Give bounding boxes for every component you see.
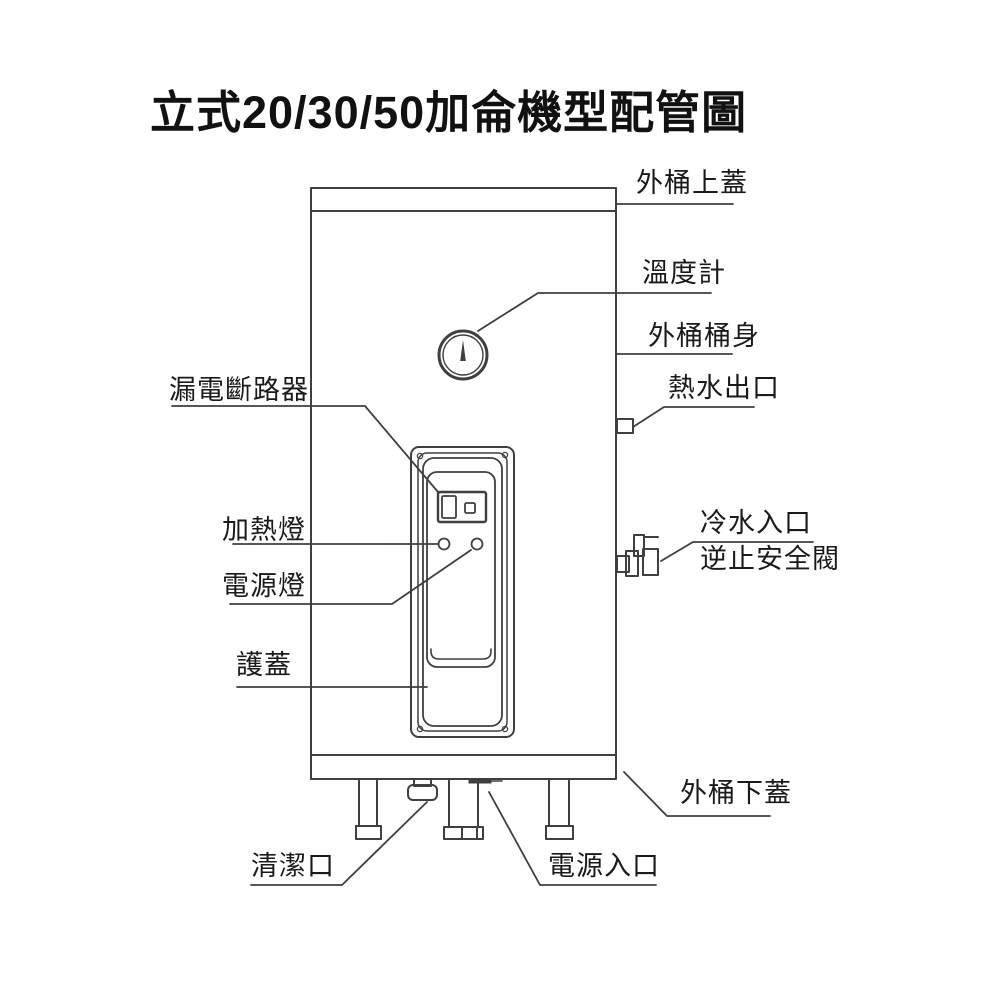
label-thermometer: 溫度計	[642, 258, 726, 288]
cleaning-port-cap	[407, 778, 438, 801]
label-outer-tank-top-cover: 外桶上蓋	[636, 168, 748, 198]
heating-lamp-dot	[437, 537, 451, 551]
label-cleaning-port: 清潔口	[251, 851, 335, 881]
thermometer-needle	[460, 340, 466, 361]
thermometer-gauge-icon	[437, 329, 489, 381]
panel-screw-icon	[501, 725, 509, 733]
leader-cold-water-inlet	[660, 541, 814, 562]
hot-water-outlet-stub	[616, 418, 634, 434]
label-power-lamp: 電源燈	[222, 571, 306, 601]
label-heating-lamp: 加熱燈	[222, 515, 306, 545]
cover-window	[426, 471, 496, 668]
control-panel	[410, 446, 515, 738]
label-hot-water-outlet: 熱水出口	[668, 373, 780, 403]
label-outer-tank-body: 外桶桶身	[648, 321, 760, 351]
label-leakage-circuit-breaker: 漏電斷路器	[169, 375, 309, 405]
label-protective-cover: 護蓋	[236, 650, 292, 680]
page-title: 立式20/30/50加侖機型配管圖	[150, 87, 748, 138]
breaker-switch	[436, 490, 488, 524]
leader-cleaning-port	[250, 801, 428, 886]
tank-outline	[310, 187, 617, 780]
panel-screw-icon	[416, 725, 424, 733]
label-power-inlet: 電源入口	[548, 851, 660, 881]
left-leg	[355, 779, 382, 840]
leader-thermometer	[477, 292, 712, 332]
leader-leakage-breaker	[171, 405, 439, 493]
leader-outer-bottom-cover	[623, 771, 771, 817]
label-check-safety-valve: 逆止安全閥	[700, 544, 840, 574]
panel-screw-icon	[416, 452, 424, 460]
right-leg	[545, 779, 574, 840]
label-outer-tank-bottom-cover: 外桶下蓋	[680, 778, 792, 808]
power-inlet-conduit	[443, 778, 503, 840]
leader-power-lamp	[229, 549, 472, 605]
leader-power-inlet	[488, 791, 657, 886]
cold-water-check-valve	[616, 534, 659, 577]
leader-hot-water-outlet	[632, 406, 755, 428]
power-lamp-dot	[470, 537, 484, 551]
panel-screw-icon	[501, 451, 509, 459]
label-cold-water-inlet: 冷水入口	[700, 508, 812, 538]
